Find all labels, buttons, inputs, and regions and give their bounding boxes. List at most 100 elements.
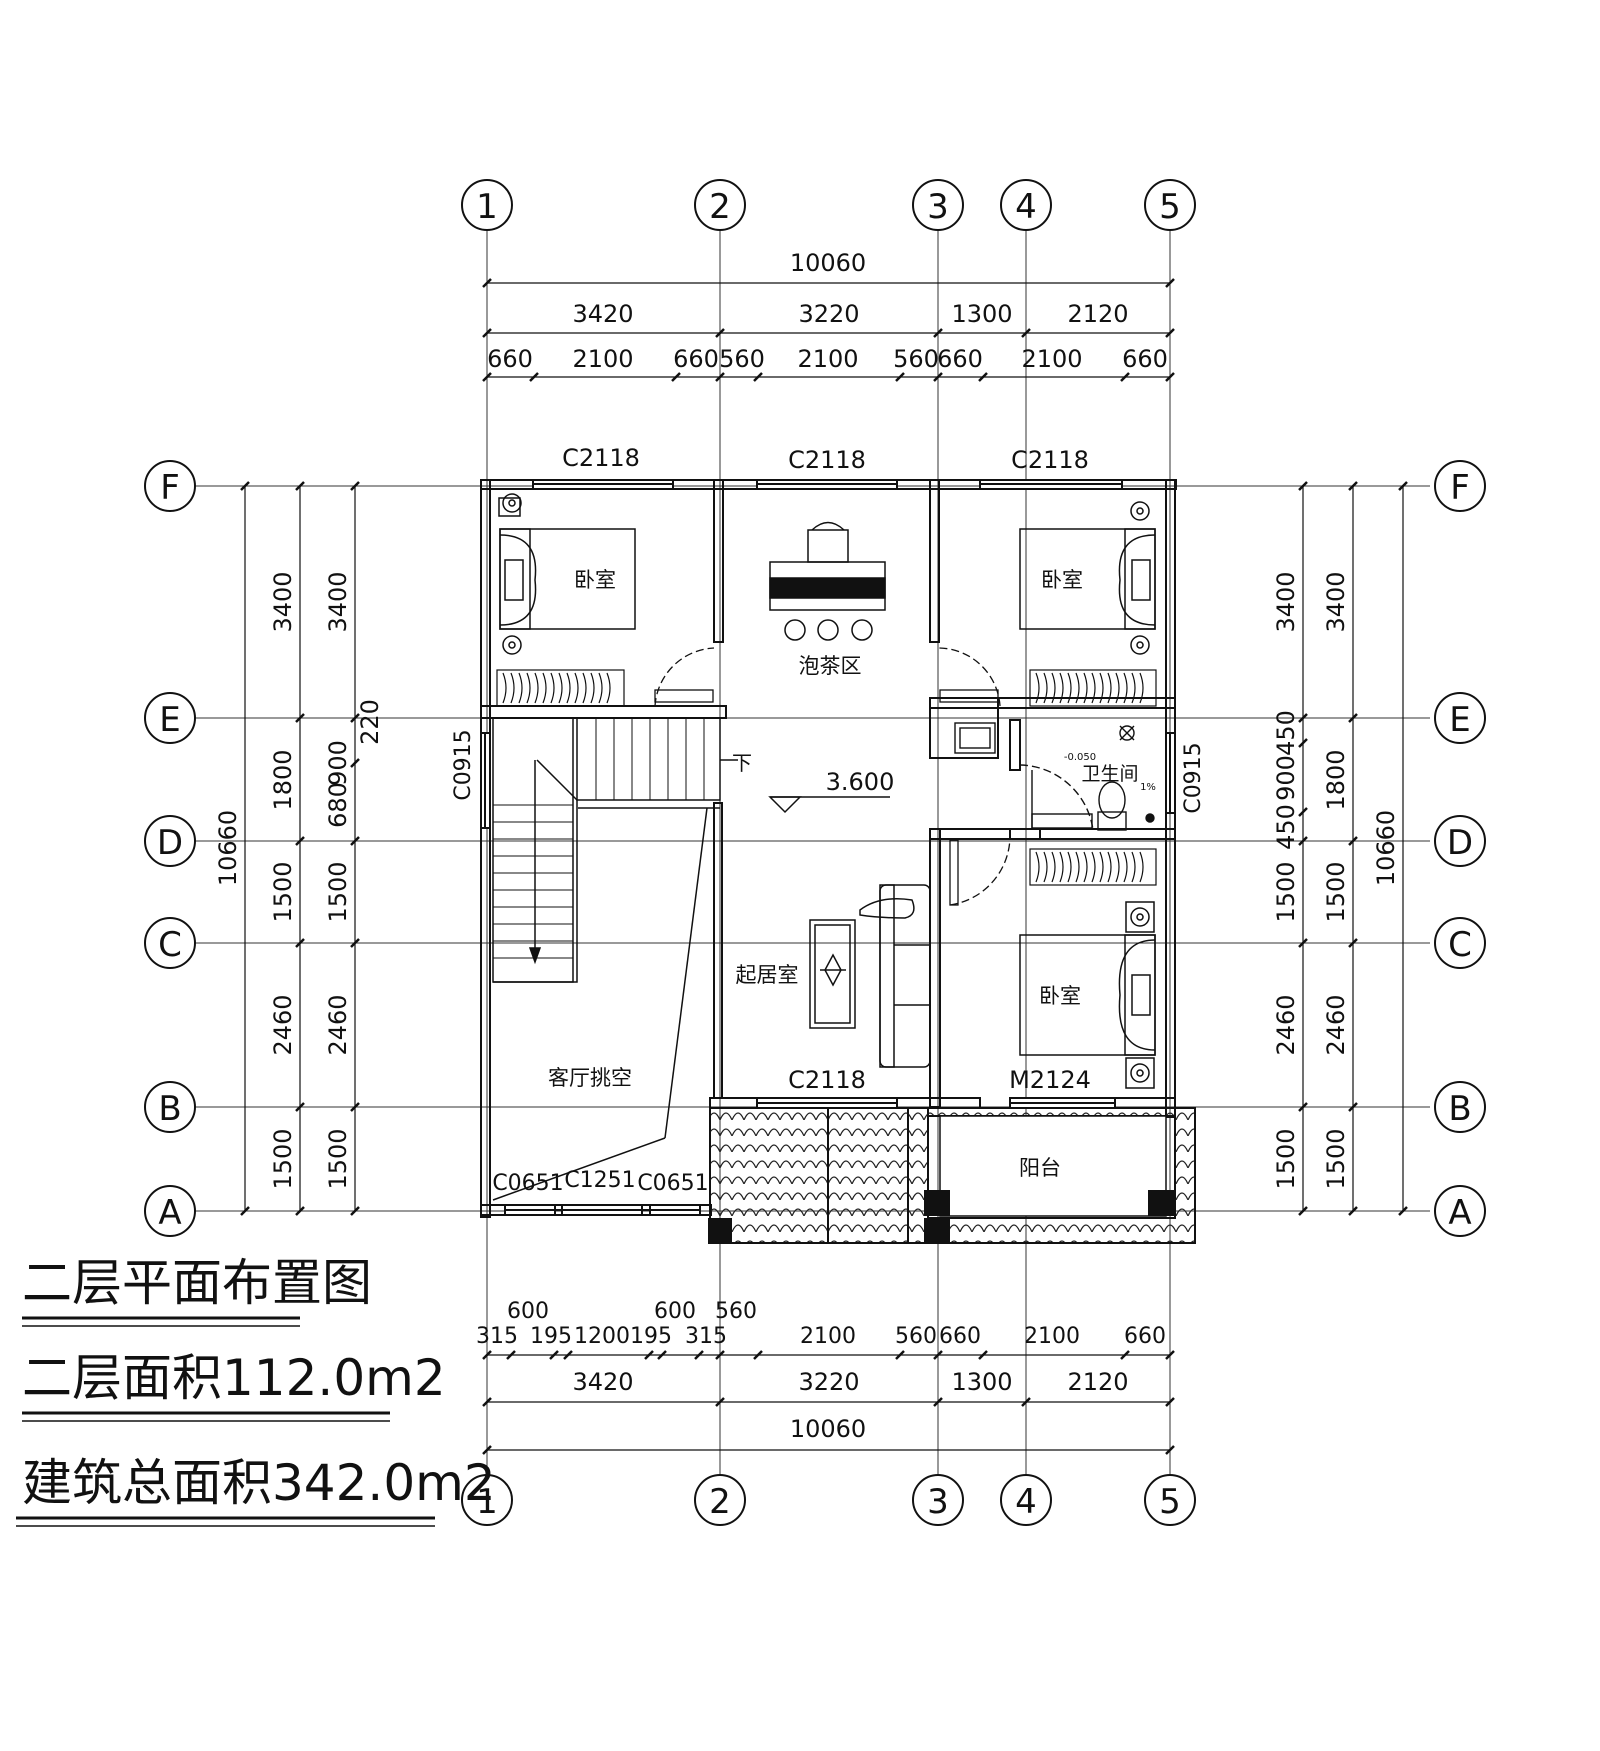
- dim-top-opening: 560: [893, 345, 939, 373]
- svg-text:4: 4: [1015, 187, 1037, 227]
- dim-right-total: 10660: [1372, 810, 1400, 886]
- dim-right-bay: 1500: [1322, 861, 1350, 922]
- svg-text:2: 2: [709, 1482, 731, 1522]
- room-label-bathroom: 卫生间: [1081, 763, 1138, 785]
- svg-text:A: A: [158, 1193, 181, 1233]
- dim-bottom-opening: 195: [530, 1324, 572, 1349]
- axis-bubble-4-bottom: 4: [1000, 1474, 1052, 1526]
- level-label: 3.600: [826, 768, 895, 796]
- svg-text:C: C: [1448, 925, 1472, 965]
- svg-text:4: 4: [1015, 1482, 1037, 1522]
- dim-left-opening: 2460: [324, 994, 352, 1055]
- window-label: C2118: [1011, 446, 1089, 474]
- axis-bubble-4-top: 4: [1000, 179, 1052, 231]
- dim-right-opening: 1500: [1272, 1128, 1300, 1189]
- dim-right-opening: 450: [1272, 710, 1300, 756]
- dim-top-opening: 560: [719, 345, 765, 373]
- dimension-bottom-labels: 315 600 195 1200 195 600 315 560 2100 56…: [476, 1299, 1166, 1443]
- axis-bubbles-bottom: 1 2 3 4 5: [461, 1474, 1196, 1526]
- dim-left-opening: 1500: [324, 1128, 352, 1189]
- axis-bubble-D-left: D: [144, 815, 196, 867]
- bed-se: [1019, 901, 1156, 1089]
- axis-bubble-E-right: E: [1434, 692, 1486, 744]
- dim-left-opening: 1500: [324, 861, 352, 922]
- door-label: M2124: [1009, 1066, 1091, 1094]
- dim-top-opening: 660: [487, 345, 533, 373]
- axis-bubble-F-right: F: [1434, 460, 1486, 512]
- svg-text:C: C: [158, 925, 182, 965]
- svg-text:F: F: [160, 468, 180, 508]
- dim-left-bay: 2460: [269, 994, 297, 1055]
- dim-left-bay: 1500: [269, 1128, 297, 1189]
- title-block: 二层平面布置图 二层面积112.0m2 建筑总面积342.0m2: [16, 1254, 496, 1527]
- axis-bubble-E-left: E: [144, 692, 196, 744]
- room-label-bedroom-ne: 卧室: [1041, 568, 1083, 592]
- axis-bubble-1-bottom: 1: [461, 1474, 513, 1526]
- axis-bubble-2-top: 2: [694, 179, 746, 231]
- axis-bubble-D-right: D: [1434, 815, 1486, 867]
- axis-bubble-B-right: B: [1434, 1081, 1486, 1133]
- dim-bottom-opening: 315: [685, 1324, 727, 1349]
- dim-bottom-bay: 2120: [1067, 1368, 1128, 1396]
- dim-bottom-bay: 1300: [951, 1368, 1012, 1396]
- dim-top-bay: 3420: [572, 300, 633, 328]
- dim-bottom-total: 10060: [790, 1415, 866, 1443]
- door-se: [949, 836, 1011, 906]
- balcony-area: [708, 1107, 1196, 1244]
- svg-text:E: E: [159, 700, 180, 740]
- dim-bottom-opening: 600: [654, 1299, 696, 1324]
- column-block: [708, 1218, 732, 1244]
- svg-text:5: 5: [1159, 1482, 1181, 1522]
- dimension-right-labels: 3400 450 900 450 1500 2460 1500 3400 180…: [1272, 571, 1400, 1189]
- svg-text:F: F: [1450, 468, 1470, 508]
- plan-title: 二层平面布置图: [22, 1254, 372, 1312]
- window-label: C2118: [788, 446, 866, 474]
- room-label-living: 起居室: [736, 963, 799, 987]
- dim-top-bay: 3220: [798, 300, 859, 328]
- dim-top-total: 10060: [790, 249, 866, 277]
- stair-down-label: 下: [732, 751, 752, 775]
- column-block: [924, 1190, 950, 1216]
- dimension-right: [1298, 481, 1408, 1216]
- dim-bottom-opening: 660: [1124, 1324, 1166, 1349]
- dim-left-total: 10660: [214, 810, 242, 886]
- dim-top-opening: 2100: [572, 345, 633, 373]
- axis-bubble-F-left: F: [144, 460, 196, 512]
- wardrobe-nw: [496, 669, 625, 707]
- dim-left-bay: 3400: [269, 571, 297, 632]
- dim-right-opening: 450: [1272, 804, 1300, 850]
- dim-left-opening: 220: [356, 699, 384, 745]
- dim-right-bay: 1500: [1322, 1128, 1350, 1189]
- dim-top-opening: 660: [937, 345, 983, 373]
- dim-bottom-opening: 600: [507, 1299, 549, 1324]
- bed-ne: [1019, 501, 1156, 655]
- dim-top-opening: 660: [673, 345, 719, 373]
- walls: [480, 479, 1177, 1218]
- dimension-left-labels: 10660 3400 1800 1500 2460 1500 3400 680 …: [214, 571, 384, 1189]
- room-label-tea: 泡茶区: [799, 654, 862, 678]
- axis-bubbles-right: F E D C B A: [1434, 460, 1486, 1237]
- total-area: 建筑总面积342.0m2: [22, 1454, 496, 1512]
- window-label: C1251: [564, 1168, 635, 1193]
- dim-bottom-opening: 660: [939, 1324, 981, 1349]
- tea-table: [769, 521, 886, 641]
- dim-left-opening: 680: [324, 782, 352, 828]
- dimension-bottom: [482, 1350, 1175, 1455]
- window-label: C2118: [562, 444, 640, 472]
- door-ne: [938, 647, 1001, 707]
- dim-right-opening: 1500: [1272, 861, 1300, 922]
- axis-bubble-1-top: 1: [461, 179, 513, 231]
- living-furniture: [809, 884, 931, 1068]
- bath-level-label: -0.050: [1064, 752, 1096, 763]
- dim-bottom-opening: 315: [476, 1324, 518, 1349]
- dim-bottom-opening: 560: [895, 1324, 937, 1349]
- svg-text:3: 3: [927, 1482, 949, 1522]
- dim-right-bay: 2460: [1322, 994, 1350, 1055]
- bed-nw: [498, 493, 636, 655]
- dim-top-opening: 2100: [1021, 345, 1082, 373]
- dimension-left: [240, 481, 360, 1216]
- dim-right-bay: 3400: [1322, 571, 1350, 632]
- wardrobe-se: [1029, 848, 1157, 886]
- window-label: C0651: [637, 1171, 708, 1196]
- window-label: C0915: [1181, 742, 1206, 813]
